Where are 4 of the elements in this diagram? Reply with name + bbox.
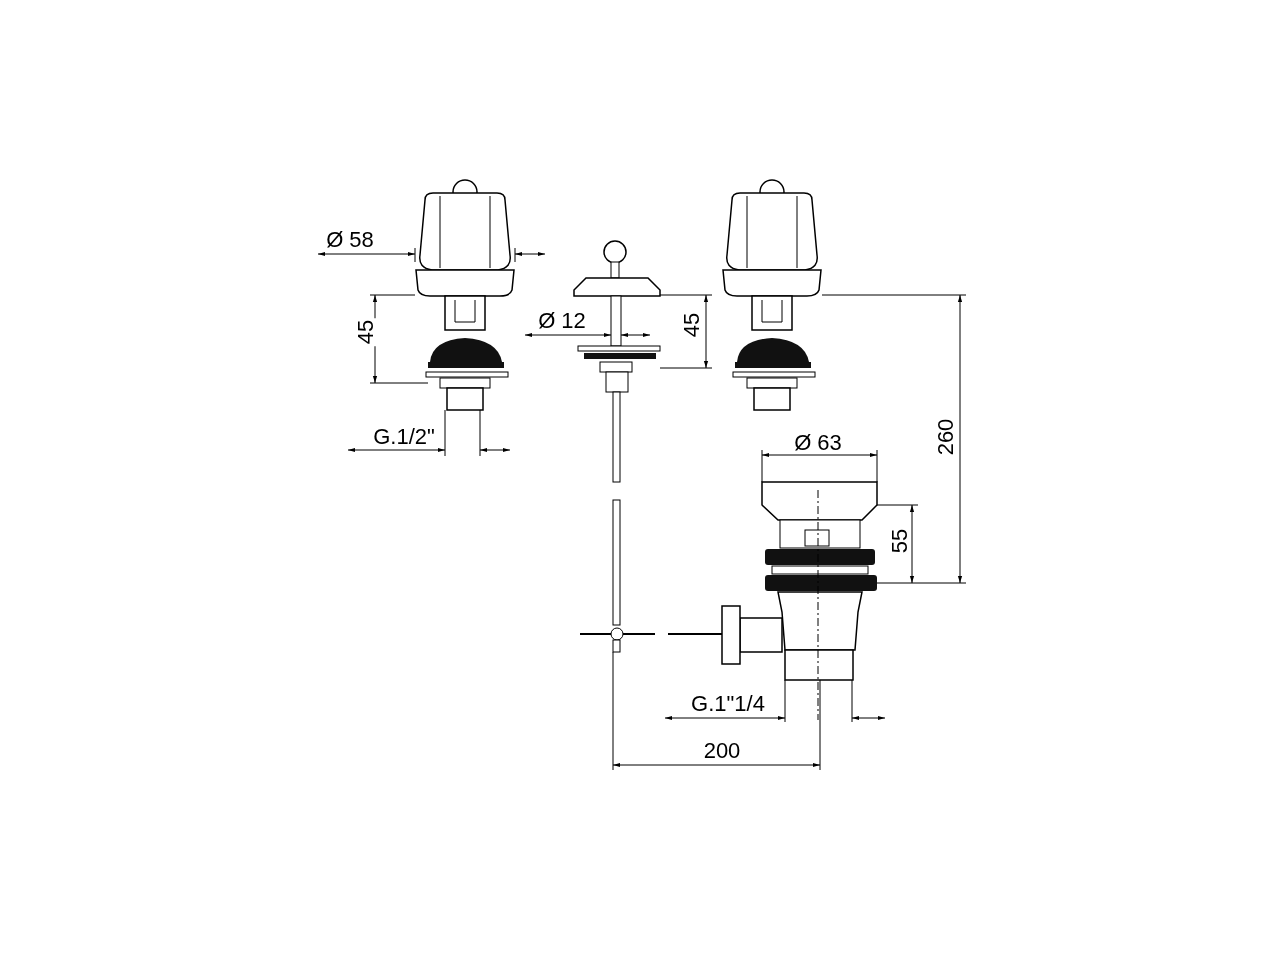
dimension-label: Ø 63 (792, 432, 844, 454)
dimension-label: 45 (355, 317, 377, 347)
dimension-label: Ø 12 (536, 310, 588, 332)
dimension-label: Ø 58 (324, 229, 376, 251)
